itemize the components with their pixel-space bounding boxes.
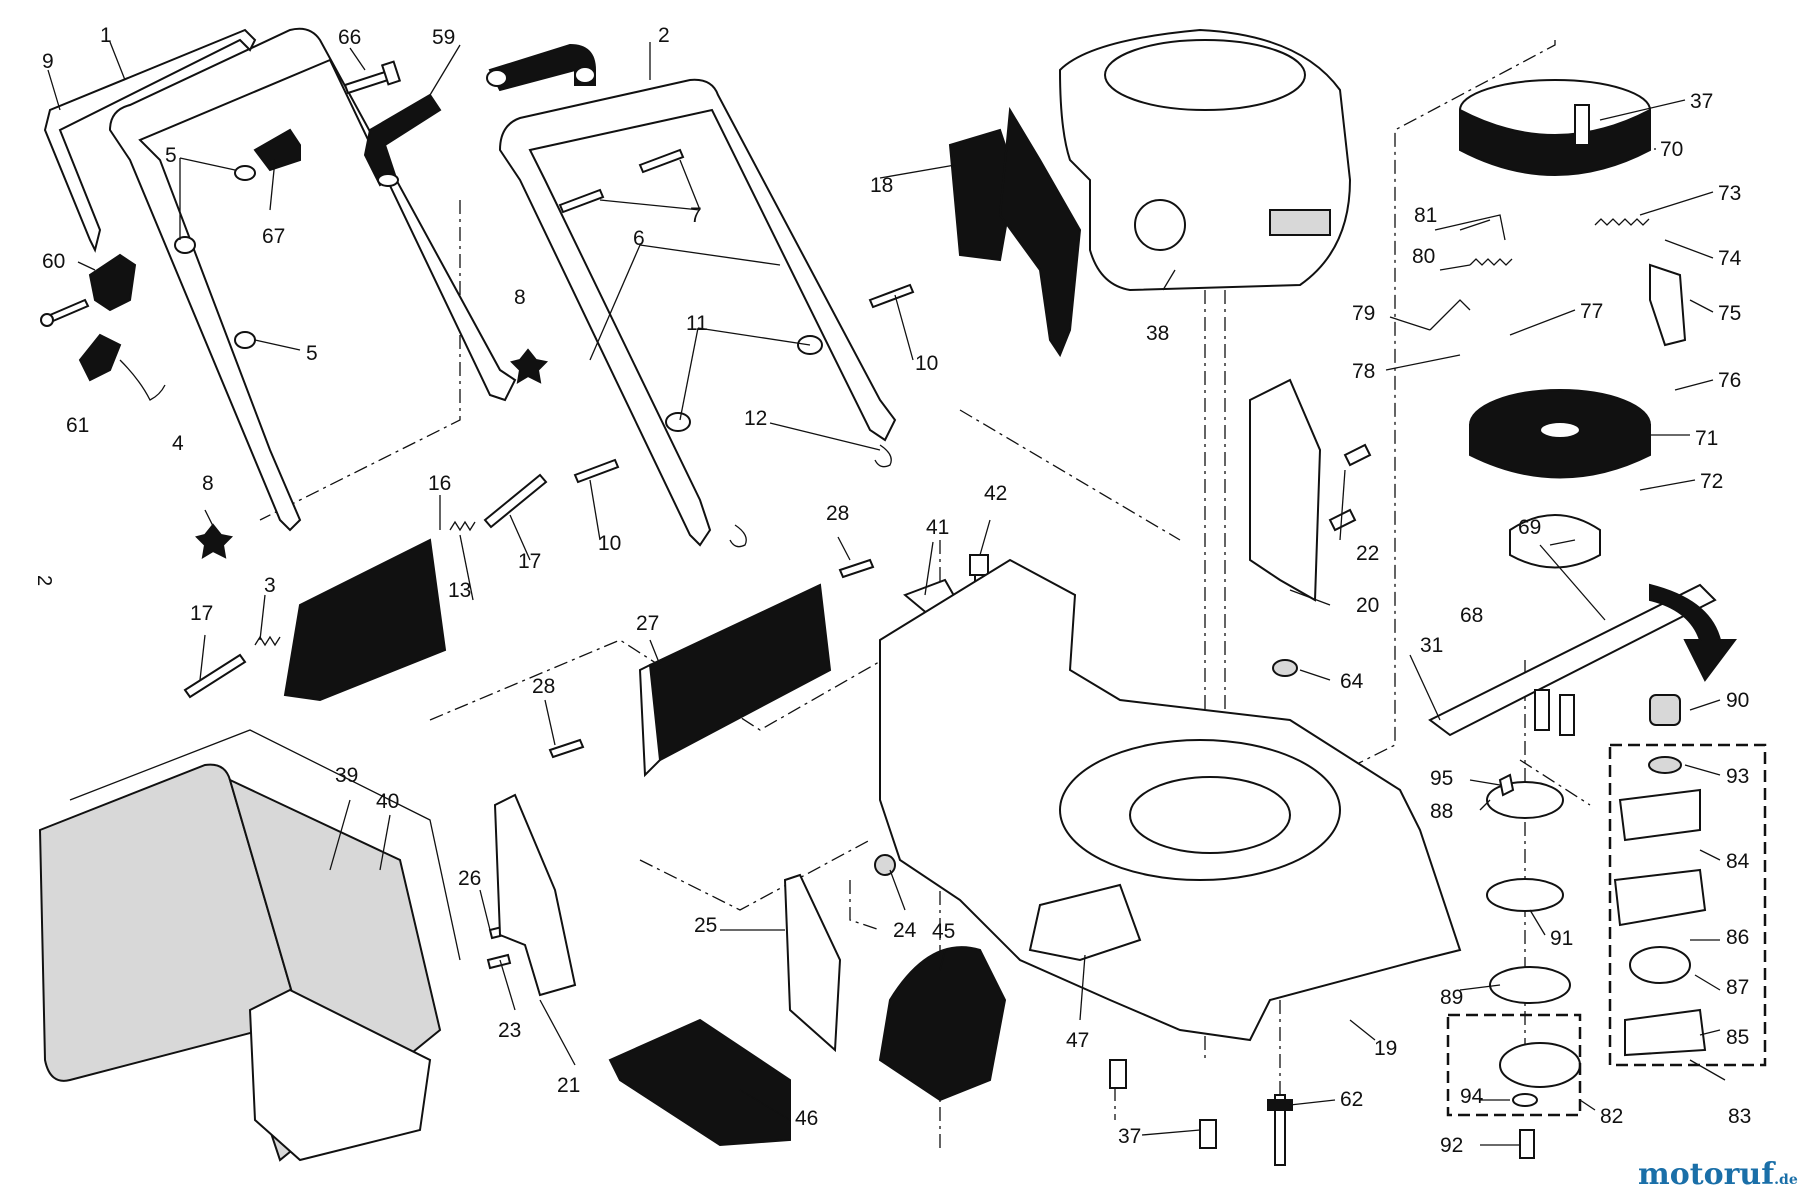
callout-label: 41 — [926, 516, 949, 539]
lower-handle — [108, 27, 517, 532]
callout-label: 17 — [190, 602, 213, 625]
callout-label: 60 — [42, 250, 65, 273]
callout-label: 8 — [202, 472, 214, 495]
callout-label: 87 — [1726, 976, 1749, 999]
callout-label: 5 — [165, 144, 177, 167]
callout-label: 31 — [1420, 634, 1443, 657]
callout-label: 71 — [1695, 427, 1718, 450]
callout-label: 78 — [1352, 360, 1375, 383]
callout-label: 12 — [744, 407, 767, 430]
callout-label: 23 — [498, 1019, 521, 1042]
callout-label: 20 — [1356, 594, 1379, 617]
callout-label: 45 — [932, 920, 955, 943]
callout-label: 81 — [1414, 204, 1437, 227]
callout-label: 28 — [826, 502, 849, 525]
watermark-suffix: .de — [1774, 1172, 1798, 1188]
callout-label: 24 — [893, 919, 917, 942]
callout-label: 46 — [795, 1107, 818, 1130]
callout-label: 17 — [518, 550, 541, 573]
callout-label: 21 — [557, 1074, 580, 1097]
callout-label: 11 — [686, 312, 708, 335]
callout-label: 27 — [636, 612, 659, 635]
callout-label: 94 — [1460, 1085, 1484, 1108]
callout-label: 6 — [633, 227, 645, 250]
callout-label: 9 — [42, 50, 54, 73]
callout-label: 84 — [1726, 850, 1750, 873]
callout-label: 76 — [1718, 369, 1741, 392]
callout-label: 95 — [1430, 767, 1453, 790]
watermark-brand: motoruf — [1638, 1157, 1776, 1192]
callout-label: 88 — [1430, 800, 1453, 823]
callout-label: 19 — [1374, 1037, 1397, 1060]
callout-label: 89 — [1440, 986, 1463, 1009]
callout-label: 22 — [1356, 542, 1379, 565]
callout-label: 93 — [1726, 765, 1749, 788]
callout-label: 72 — [1700, 470, 1723, 493]
callout-label: 62 — [1340, 1088, 1363, 1111]
wheel-bracket-21 — [493, 793, 577, 997]
bail-bar — [43, 28, 257, 253]
callout-label: 70 — [1660, 138, 1683, 161]
callout-label: 64 — [1340, 670, 1364, 693]
watermark-logo: motoruf.de — [1638, 1157, 1798, 1192]
callout-label: 4 — [172, 432, 184, 455]
callout-label: 91 — [1550, 927, 1573, 950]
callout-label: 40 — [376, 790, 399, 813]
callout-label: 5 — [306, 342, 318, 365]
hose-59 — [363, 43, 596, 187]
upper-handle — [498, 78, 897, 547]
callout-label: 75 — [1718, 302, 1741, 325]
callout-label: 73 — [1718, 182, 1741, 205]
callout-label: 10 — [598, 532, 621, 555]
svg-text:motoruf.de: motoruf.de — [1638, 1157, 1798, 1192]
callout-label: 77 — [1580, 300, 1603, 323]
callout-label: 86 — [1726, 926, 1749, 949]
callout-label: 16 — [428, 472, 451, 495]
leader-lines — [47, 41, 1726, 1146]
rear-flap-16 — [283, 538, 447, 702]
engine — [1058, 28, 1352, 292]
callout-label: 68 — [1460, 604, 1483, 627]
callout-label: 82 — [1600, 1105, 1623, 1128]
callout-label: 8 — [514, 286, 526, 309]
callout-label: 85 — [1726, 1026, 1749, 1049]
callout-label: 67 — [262, 225, 285, 248]
mower-deck — [879, 558, 1462, 1042]
callout-label: 66 — [338, 26, 361, 49]
callout-label: 18 — [870, 174, 893, 197]
callout-label: 38 — [1146, 322, 1169, 345]
callout-label: 83 — [1728, 1105, 1751, 1128]
edge-page-number: 2 — [33, 575, 55, 586]
callout-label: 1 — [100, 24, 112, 47]
callout-label: 2 — [658, 24, 670, 47]
rear-flap-27 — [638, 583, 832, 778]
callout-label: 28 — [532, 675, 555, 698]
callout-label: 61 — [66, 414, 89, 437]
callout-label: 92 — [1440, 1134, 1463, 1157]
callout-label: 25 — [694, 914, 717, 937]
callout-label: 79 — [1352, 302, 1375, 325]
grass-catcher — [38, 729, 461, 1162]
callout-label: 80 — [1412, 245, 1435, 268]
callout-label: 13 — [448, 579, 471, 602]
callout-label: 74 — [1718, 247, 1742, 270]
blade-adapter-assembly — [1428, 79, 1767, 1117]
callout-label: 26 — [458, 867, 481, 890]
callout-label: 59 — [432, 26, 455, 49]
callout-label: 7 — [690, 204, 702, 227]
wheel-bracket-20 — [1249, 378, 1322, 602]
callout-labels: 9 1 66 59 2 5 67 60 61 4 5 8 7 6 18 38 3… — [42, 24, 1751, 1157]
callout-label: 69 — [1518, 516, 1541, 539]
callout-label: 90 — [1726, 689, 1749, 712]
callout-label: 37 — [1118, 1125, 1141, 1148]
mulch-plug-18 — [948, 106, 1082, 358]
callout-label: 47 — [1066, 1029, 1089, 1052]
callout-label: 10 — [915, 352, 938, 375]
callout-label: 39 — [335, 764, 358, 787]
callout-label: 37 — [1690, 90, 1713, 113]
callout-label: 3 — [264, 574, 276, 597]
callout-label: 42 — [984, 482, 1007, 505]
plates — [608, 578, 1007, 1147]
